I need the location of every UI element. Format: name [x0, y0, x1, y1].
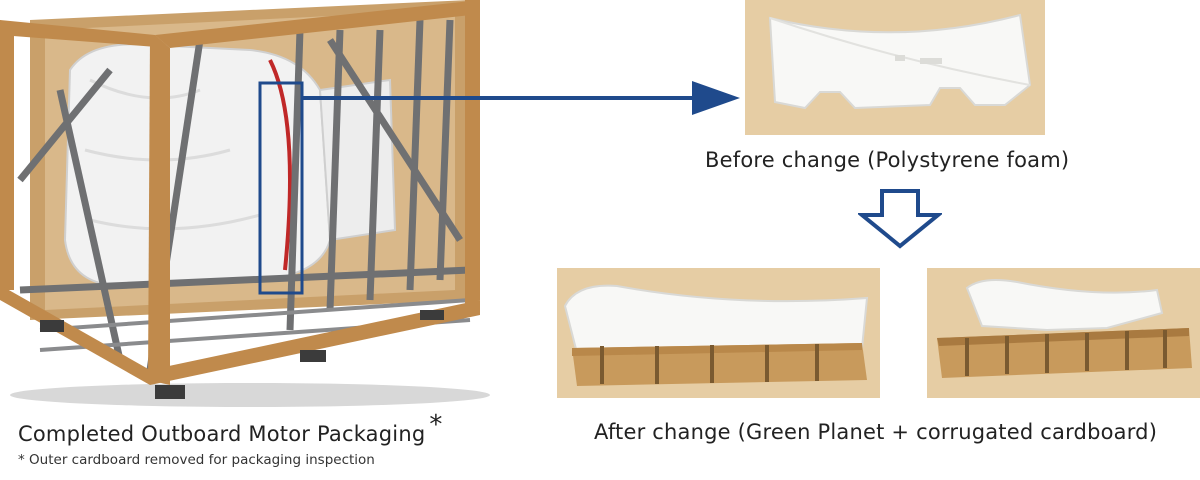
after-caption: After change (Green Planet + corrugated …	[594, 420, 1158, 444]
crate-illustration	[0, 0, 490, 407]
polystyrene-block	[745, 0, 1045, 135]
before-photo	[745, 0, 1045, 135]
after-photo-left	[557, 268, 880, 398]
arrow-down-outline-icon	[858, 189, 942, 249]
arrow-right-icon	[302, 81, 740, 115]
completed-caption-asterisk: *	[429, 410, 443, 440]
green-planet-tray-right	[927, 268, 1200, 398]
inspection-note: * Outer cardboard removed for packaging …	[18, 452, 375, 468]
completed-caption: Completed Outboard Motor Packaging*	[18, 410, 443, 448]
green-planet-tray-left	[557, 268, 880, 398]
after-photo-right	[927, 268, 1200, 398]
completed-caption-text: Completed Outboard Motor Packaging	[18, 422, 426, 446]
before-caption: Before change (Polystyrene foam)	[705, 148, 1070, 172]
crate-photo	[0, 0, 500, 410]
